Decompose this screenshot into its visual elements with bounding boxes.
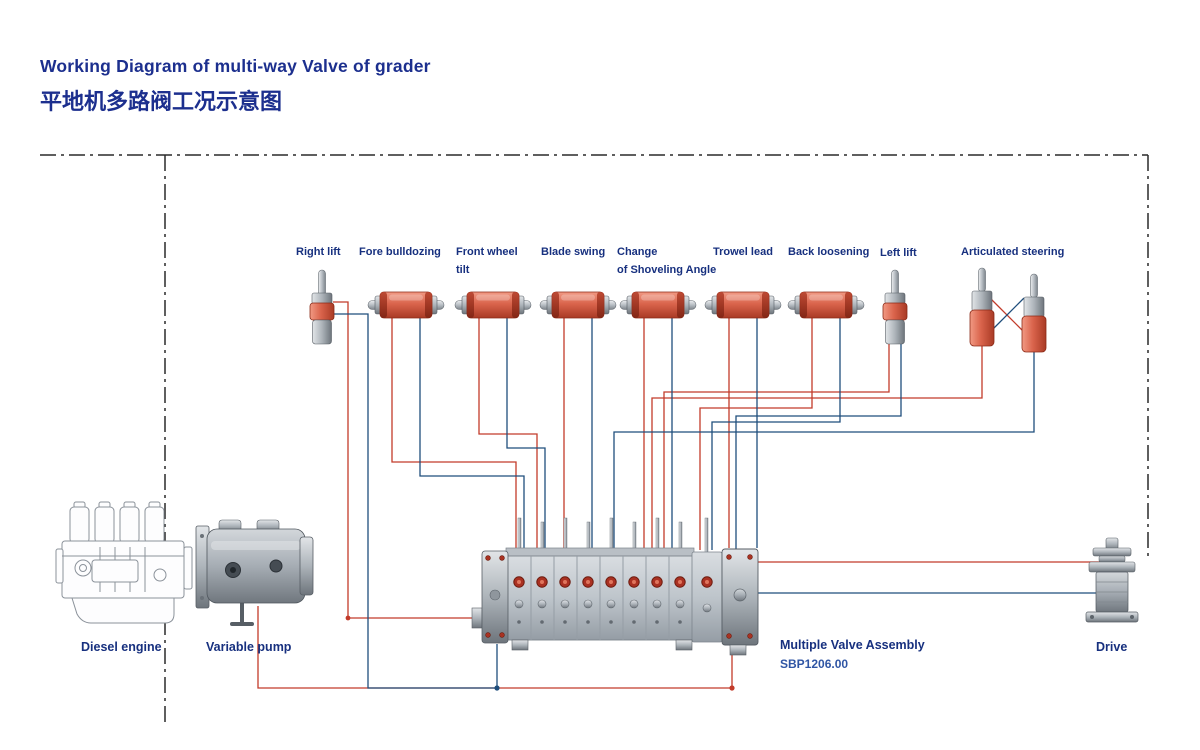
cylinder-back-loosening — [787, 291, 865, 319]
pipes-red — [257, 297, 1112, 689]
label-front-wheel-tilt: Front wheel tilt — [456, 243, 518, 279]
multiple-valve-assembly-graphic — [471, 517, 759, 656]
cylinder-trowel-lead — [704, 291, 782, 319]
cylinder-front-wheel-tilt — [454, 291, 532, 319]
page-title-chinese: 平地机多路阀工况示意图 — [40, 89, 283, 114]
diesel-engine-graphic — [55, 501, 193, 624]
cylinder-change-of-shoveling-angle — [619, 291, 697, 319]
page-title: Working Diagram of multi-way Valve of gr… — [40, 56, 431, 76]
label-drive: Drive — [1096, 640, 1128, 654]
pipe-junction-dot-red — [729, 685, 735, 691]
cylinder-blade-swing — [539, 291, 617, 319]
cylinder-fore-bulldozing — [367, 291, 445, 319]
cylinder-right-lift — [309, 269, 335, 345]
pipe-junction-dot-blue — [494, 685, 500, 691]
cylinder-articulated-steering-right — [1021, 273, 1047, 353]
label-change-of-shoveling-angle: Change of Shoveling Angle — [617, 243, 716, 279]
pipes-blue — [333, 297, 1112, 689]
drive-graphic — [1085, 537, 1139, 623]
label-back-loosening: Back loosening — [788, 246, 870, 258]
boundary-dashdot-lines — [40, 154, 1149, 722]
label-valve-model: SBP1206.00 — [780, 657, 849, 671]
label-front-wheel-tilt-line1: Front wheel — [456, 246, 518, 258]
label-multiple-valve-assembly: Multiple Valve Assembly — [780, 638, 925, 652]
cylinder-left-lift — [882, 269, 908, 345]
label-fore-bulldozing: Fore bulldozing — [359, 246, 441, 258]
label-diesel-engine: Diesel engine — [81, 640, 162, 654]
variable-pump-graphic — [195, 519, 314, 626]
label-change-line1: Change — [617, 246, 658, 258]
label-articulated-steering: Articulated steering — [961, 246, 1065, 258]
cylinder-articulated-steering-left — [969, 267, 995, 347]
label-left-lift: Left lift — [880, 247, 917, 259]
label-variable-pump: Variable pump — [206, 640, 292, 654]
label-blade-swing: Blade swing — [541, 246, 606, 258]
label-trowel-lead: Trowel lead — [713, 246, 773, 258]
pipe-junction-dot-red2 — [345, 615, 351, 621]
label-change-line2: of Shoveling Angle — [617, 264, 717, 276]
label-front-wheel-tilt-line2: tilt — [456, 264, 470, 276]
label-right-lift: Right lift — [296, 246, 341, 258]
